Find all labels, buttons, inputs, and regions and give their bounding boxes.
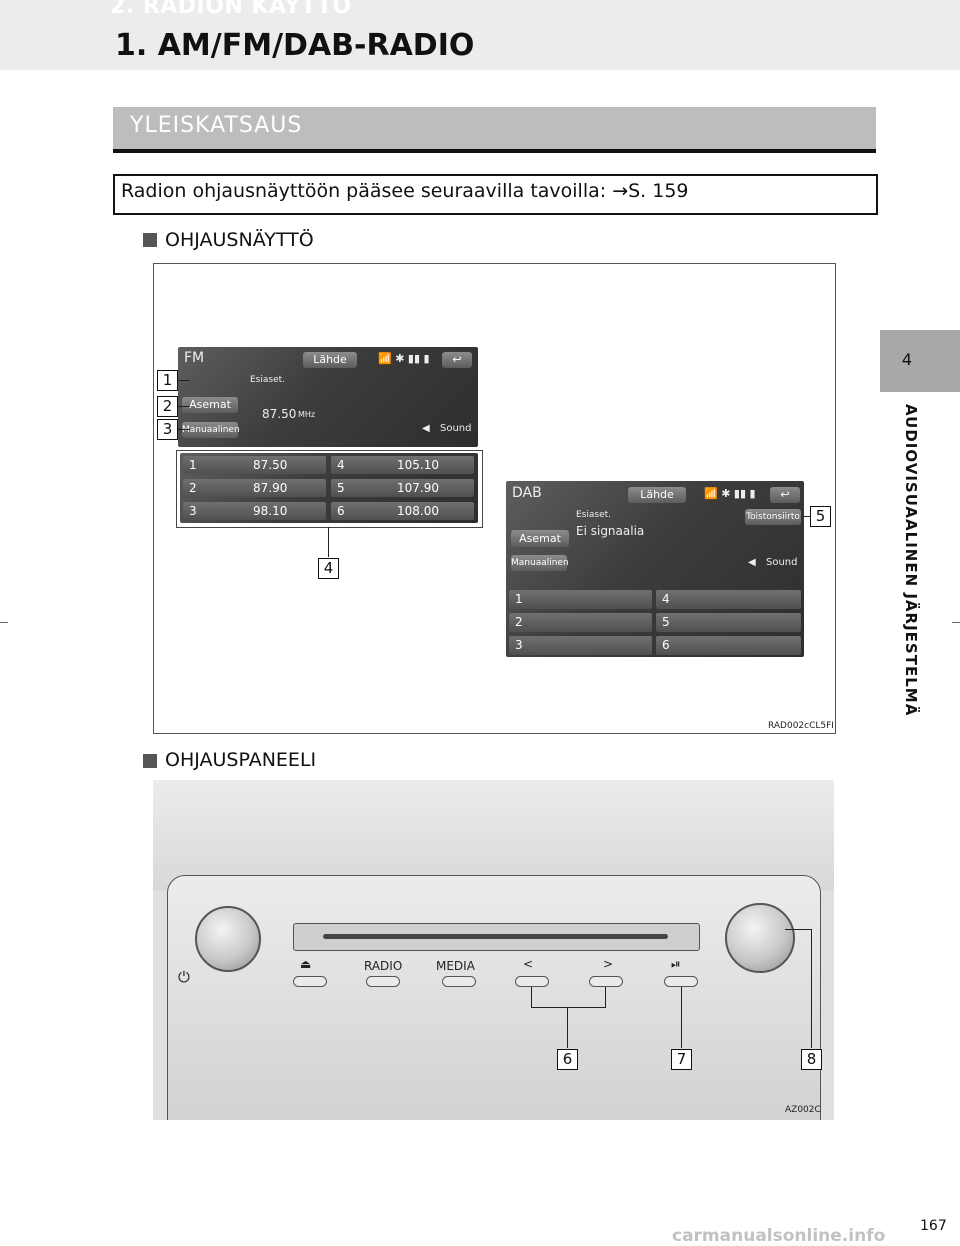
speaker-icon: ◀ (422, 423, 430, 434)
radio-label: RADIO (364, 959, 403, 973)
eject-icon: ⏏ (300, 957, 312, 971)
callout-6: 6 (557, 1049, 578, 1070)
panel-face (167, 875, 821, 1120)
header-band (0, 0, 960, 70)
fm-frequency: 87.50 (262, 407, 297, 421)
status-icons: 📶 ✱ ▮▮ ▮ (704, 487, 756, 500)
chapter-tab (880, 330, 960, 392)
callout-leader (531, 1007, 606, 1008)
back-icon[interactable]: ↩ (770, 487, 800, 503)
fm-source-button[interactable]: Lähde (303, 352, 357, 368)
callout-leader (802, 516, 811, 517)
dab-replay-button[interactable]: Toistonsiirto (745, 509, 801, 525)
callout-leader (811, 929, 812, 1048)
callout-leader (605, 987, 606, 1007)
back-icon[interactable]: ↩ (442, 352, 472, 368)
dab-preset-1[interactable]: 1 (509, 590, 652, 609)
play-pause-button[interactable] (664, 976, 698, 987)
dab-source-button[interactable]: Lähde (628, 487, 686, 503)
dab-preset-5[interactable]: 5 (656, 613, 801, 632)
display-heading: OHJAUSNÄYTTÖ (165, 229, 314, 251)
next-icon: > (603, 957, 614, 971)
callout-8: 8 (801, 1049, 822, 1070)
media-button[interactable] (442, 976, 476, 987)
dab-band-label: DAB (512, 485, 542, 501)
watermark: carmanualsonline.info (672, 1226, 886, 1246)
info-box (113, 174, 878, 215)
overview-box (113, 107, 876, 153)
callout-leader (531, 987, 532, 1007)
crop-mark-right (952, 622, 960, 623)
fm-preset-6[interactable]: 6 108.00 (331, 502, 474, 520)
power-volume-knob[interactable] (195, 906, 261, 972)
fm-preset-4[interactable]: 4 105.10 (331, 456, 474, 474)
fm-preset-1[interactable]: 1 87.50 (183, 456, 326, 474)
dab-manual-button[interactable]: Manuaalinen (511, 555, 569, 571)
dab-preset-2[interactable]: 2 (509, 613, 652, 632)
overview-title: YLEISKATSAUS (130, 113, 303, 138)
disc-slot-opening (323, 934, 668, 939)
dab-preset-6[interactable]: 6 (656, 636, 801, 655)
callout-leader (681, 987, 682, 1048)
chapter-tab-number: 4 (901, 350, 913, 369)
speaker-icon: ◀ (748, 557, 756, 568)
callout-2: 2 (157, 396, 178, 417)
play-pause-icon: ⏯ (671, 957, 681, 971)
callout-3: 3 (157, 419, 178, 440)
callout-leader (178, 406, 190, 407)
panel-figure-code: AZ002C (785, 1105, 821, 1115)
dab-preset-3[interactable]: 3 (509, 636, 652, 655)
prev-icon: < (523, 957, 534, 971)
fm-presets-label: Esiaset. (250, 375, 286, 385)
bullet-square (143, 754, 157, 768)
callout-4: 4 (318, 558, 339, 579)
fm-stations-button[interactable]: Asemat (182, 397, 238, 413)
info-text: Radion ohjausnäyttöön pääsee seuraavilla… (121, 180, 689, 202)
callout-leader (785, 929, 811, 930)
callout-leader (567, 1008, 568, 1048)
power-icon: ⏻ (178, 968, 190, 986)
tune-scroll-knob[interactable] (725, 903, 795, 973)
dab-stations-button[interactable]: Asemat (511, 530, 569, 547)
fm-band-label: FM (184, 350, 205, 366)
control-panel-figure: ⏻ ⏏ RADIO MEDIA < > ⏯ 6 7 8 AZ002C (153, 780, 834, 1120)
display-figure-code: RAD002cCL5FI (768, 721, 834, 731)
media-label: MEDIA (436, 959, 475, 973)
eject-button[interactable] (293, 976, 327, 987)
fm-sound-button[interactable]: Sound (440, 423, 472, 434)
next-button[interactable] (589, 976, 623, 987)
callout-7: 7 (671, 1049, 692, 1070)
fm-preset-5[interactable]: 5 107.90 (331, 479, 474, 497)
fm-manual-button[interactable]: Manuaalinen (182, 422, 240, 438)
fm-unit: MHz (298, 410, 316, 419)
callout-1: 1 (157, 370, 178, 391)
fm-preset-box (176, 450, 483, 528)
dab-status: Ei signaalia (576, 524, 645, 538)
fm-preset-2[interactable]: 2 87.90 (183, 479, 326, 497)
callout-leader (328, 527, 329, 557)
crop-mark-left (0, 622, 8, 623)
callout-leader (178, 380, 190, 381)
chapter-side-label: AUDIOVISUAALINEN JÄRJESTELMÄ (902, 404, 920, 717)
dab-preset-4[interactable]: 4 (656, 590, 801, 609)
dab-presets-label: Esiaset. (576, 510, 612, 520)
dab-sound-button[interactable]: Sound (766, 557, 798, 568)
page-number: 167 (920, 1218, 947, 1234)
prev-button[interactable] (515, 976, 549, 987)
radio-button[interactable] (366, 976, 400, 987)
callout-5: 5 (810, 506, 831, 527)
bullet-square (143, 233, 157, 247)
chapter-title: 1. AM/FM/DAB-RADIO (115, 28, 475, 63)
panel-heading: OHJAUSPANEELI (165, 749, 317, 771)
panel-top-surface (153, 780, 834, 890)
status-icons: 📶 ✱ ▮▮ ▮ (378, 352, 430, 365)
callout-leader (178, 429, 190, 430)
fm-preset-3[interactable]: 3 98.10 (183, 502, 326, 520)
section-title: 2. RADION KÄYTTÖ (110, 0, 352, 19)
